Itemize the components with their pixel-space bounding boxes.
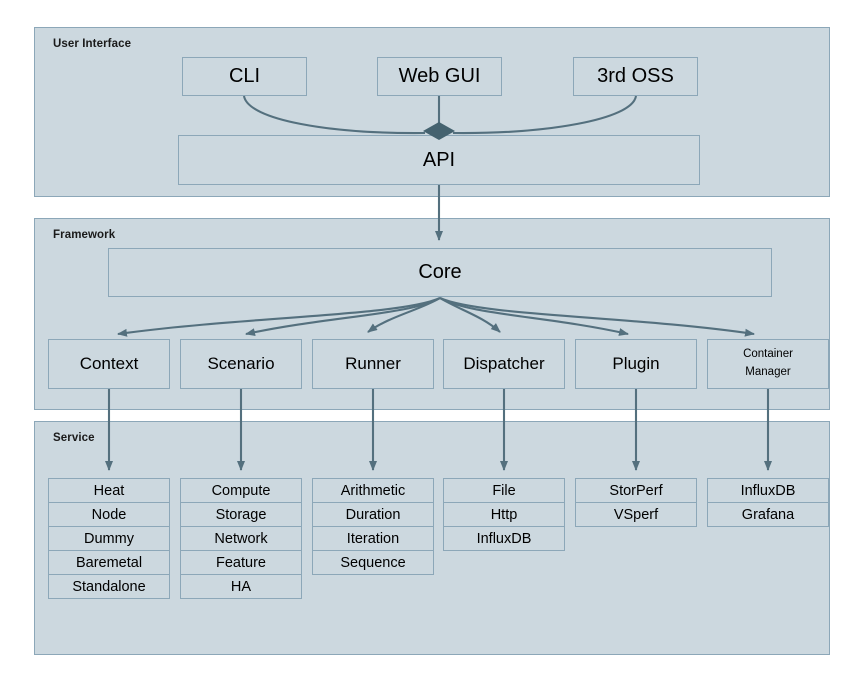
service-cell[interactable]: StorPerf [575, 478, 697, 503]
service-cell[interactable]: Network [180, 526, 302, 551]
service-cell[interactable]: Storage [180, 502, 302, 527]
section-label-service: Service [53, 432, 95, 444]
container-manager-label-line1: Container [743, 348, 793, 361]
service-cell[interactable]: Arithmetic [312, 478, 434, 503]
stack-context-services: Heat Node Dummy Baremetal Standalone [48, 478, 170, 599]
node-scenario[interactable]: Scenario [180, 339, 302, 389]
section-label-user-interface: User Interface [53, 38, 132, 50]
service-cell[interactable]: Baremetal [48, 550, 170, 575]
service-cell[interactable]: Grafana [707, 502, 829, 527]
node-container-manager[interactable]: Container Manager [707, 339, 829, 389]
service-cell[interactable]: Compute [180, 478, 302, 503]
service-cell[interactable]: Http [443, 502, 565, 527]
node-plugin[interactable]: Plugin [575, 339, 697, 389]
stack-plugin-services: StorPerf VSperf [575, 478, 697, 527]
service-cell[interactable]: Feature [180, 550, 302, 575]
stack-scenario-services: Compute Storage Network Feature HA [180, 478, 302, 599]
node-api[interactable]: API [178, 135, 700, 185]
stack-dispatcher-services: File Http InfluxDB [443, 478, 565, 551]
service-cell[interactable]: Iteration [312, 526, 434, 551]
service-cell[interactable]: File [443, 478, 565, 503]
node-context[interactable]: Context [48, 339, 170, 389]
service-cell[interactable]: Standalone [48, 574, 170, 599]
node-third-oss[interactable]: 3rd OSS [573, 57, 698, 96]
service-cell[interactable]: Sequence [312, 550, 434, 575]
service-cell[interactable]: Heat [48, 478, 170, 503]
service-cell[interactable]: Node [48, 502, 170, 527]
node-dispatcher[interactable]: Dispatcher [443, 339, 565, 389]
node-web-gui[interactable]: Web GUI [377, 57, 502, 96]
node-core[interactable]: Core [108, 248, 772, 297]
service-cell[interactable]: InfluxDB [707, 478, 829, 503]
service-cell[interactable]: Dummy [48, 526, 170, 551]
service-cell[interactable]: HA [180, 574, 302, 599]
stack-runner-services: Arithmetic Duration Iteration Sequence [312, 478, 434, 575]
service-cell[interactable]: VSperf [575, 502, 697, 527]
container-manager-label-line2: Manager [745, 366, 791, 378]
stack-container-manager-services: InfluxDB Grafana [707, 478, 829, 527]
service-cell[interactable]: InfluxDB [443, 526, 565, 551]
section-label-framework: Framework [53, 229, 116, 241]
node-cli[interactable]: CLI [182, 57, 307, 96]
node-runner[interactable]: Runner [312, 339, 434, 389]
service-cell[interactable]: Duration [312, 502, 434, 527]
